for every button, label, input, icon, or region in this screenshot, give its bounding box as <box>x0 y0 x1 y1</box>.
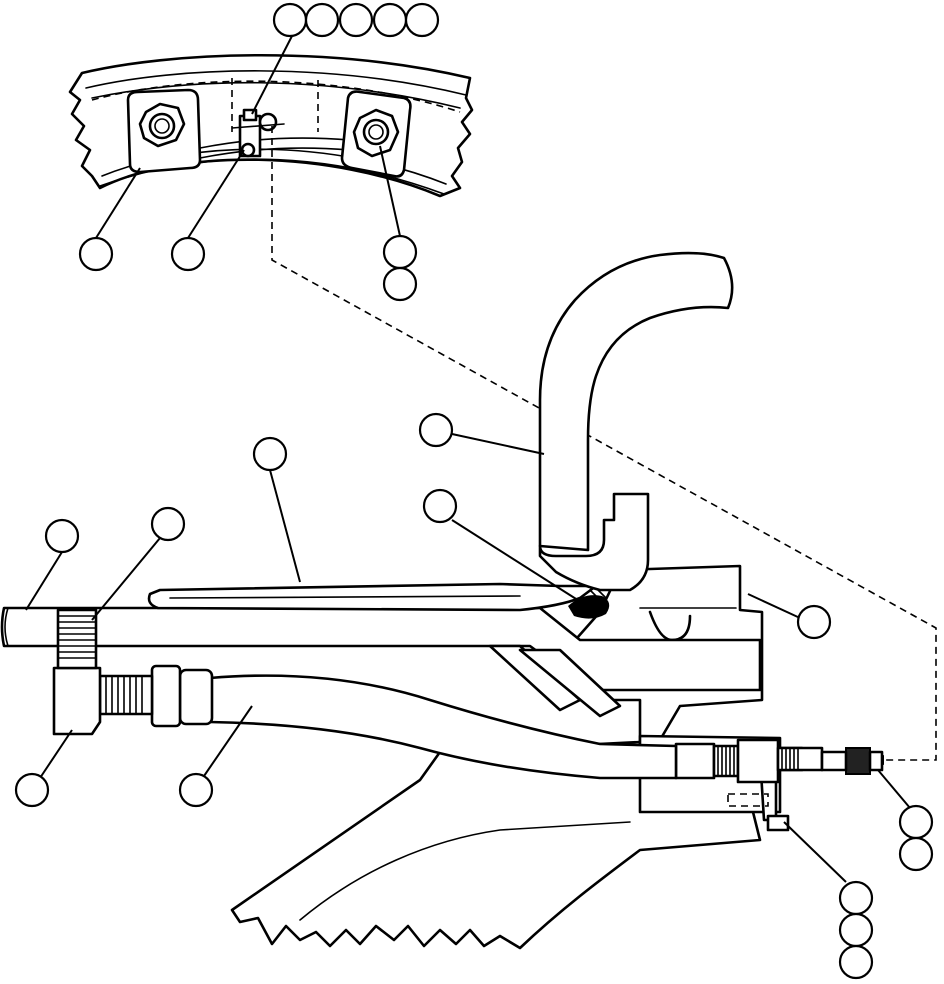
callout-ring-left <box>78 236 114 272</box>
bracket-bolt-head <box>766 814 790 832</box>
ring-rail-2 <box>199 147 351 159</box>
housing-edge <box>299 821 631 921</box>
hose <box>208 674 678 780</box>
callout-top-3 <box>338 2 374 38</box>
leader-fitting <box>877 769 911 809</box>
callout-fitting-2 <box>898 836 934 872</box>
fitting-neck <box>776 746 824 772</box>
lower-housing <box>230 740 762 950</box>
leader-spring <box>91 537 161 621</box>
nut-right-bore <box>362 118 390 146</box>
fitting-body <box>736 738 780 784</box>
ring-detail-view <box>68 53 474 198</box>
leader-hose <box>203 705 253 777</box>
leader-tube <box>451 433 545 455</box>
leader-ring-left <box>95 167 141 239</box>
reference-leader <box>271 126 937 761</box>
leader-top-row <box>251 35 293 115</box>
leader-bolt <box>783 821 847 883</box>
callout-elbow <box>14 772 50 808</box>
leader-weld <box>451 519 585 605</box>
callout-bolt-2 <box>838 912 874 948</box>
leader-ring-mid <box>187 149 245 239</box>
inner-link-2 <box>518 648 622 718</box>
clamp-bolt-side <box>258 112 278 132</box>
hose-ferrule-left <box>178 668 214 726</box>
tube-socket <box>538 492 650 592</box>
callout-lever <box>252 436 288 472</box>
leader-lever <box>269 469 301 583</box>
nut-left-bore-inner <box>154 118 170 134</box>
nut-left-bore <box>148 112 176 140</box>
fitting-tip <box>868 750 884 772</box>
pipe-end-cut <box>4 607 9 647</box>
callouts <box>14 2 934 980</box>
callout-ring-right-1 <box>382 234 418 270</box>
clamp-bolt-head <box>242 108 258 122</box>
ring-lower-edge-2 <box>99 158 445 195</box>
thread-left <box>105 675 143 715</box>
hose-collar-left <box>150 664 182 728</box>
thread-neck <box>781 747 799 771</box>
callout-fitting-1 <box>898 804 934 840</box>
callout-top-1 <box>272 2 308 38</box>
nut-right-bore-inner <box>368 124 384 140</box>
callout-bolt-3 <box>838 944 874 980</box>
ring-hidden-edge <box>91 80 461 113</box>
lever-ridge <box>169 595 521 599</box>
thread-right <box>717 745 735 777</box>
callout-top-4 <box>372 2 408 38</box>
elbow-fitting <box>52 666 102 736</box>
tube <box>538 251 734 552</box>
callout-ring-mid <box>170 236 206 272</box>
fitting-sleeve <box>820 750 848 772</box>
hidden-bolt <box>727 793 769 807</box>
callout-spring <box>150 506 186 542</box>
callout-weld <box>422 488 458 524</box>
nut-right <box>352 108 400 158</box>
ring-inner-edge <box>85 70 467 96</box>
leader-ring-right <box>379 145 401 237</box>
spring-coils <box>57 615 97 659</box>
clamp-bolt-lower <box>240 142 256 158</box>
nut-left <box>138 102 186 148</box>
spring-guard <box>56 608 98 670</box>
callout-top-5 <box>404 2 440 38</box>
hose-ferrule-right <box>674 742 716 780</box>
hose-nipple-left <box>98 674 154 716</box>
callout-top-2 <box>304 2 340 38</box>
knurled-nut <box>845 747 871 775</box>
clamp-bar <box>231 123 285 129</box>
leader-elbow <box>39 729 73 779</box>
ring-rail <box>199 137 351 149</box>
leader-bracket <box>747 593 801 619</box>
callout-bolt-1 <box>838 880 874 916</box>
callout-bracket <box>796 604 832 640</box>
callout-tube <box>418 412 454 448</box>
callout-pipe-left <box>44 518 80 554</box>
callout-hose <box>178 772 214 808</box>
ring-hidden-slots <box>231 78 319 132</box>
leader-pipe-left <box>25 551 63 611</box>
callout-ring-right-2 <box>382 266 418 302</box>
